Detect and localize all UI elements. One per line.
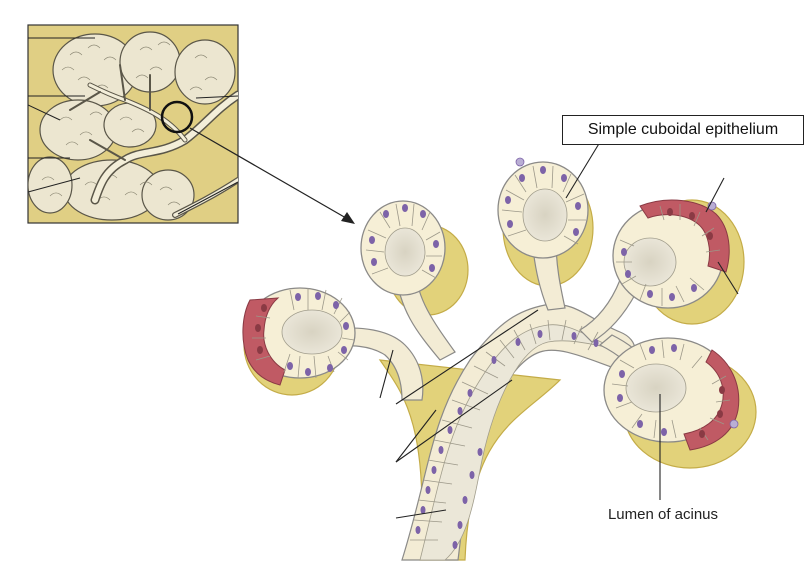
zoom-arrow [189, 127, 355, 224]
label-simple-cuboidal-epithelium: Simple cuboidal epithelium [562, 115, 804, 145]
label-lumen-of-acinus: Lumen of acinus [588, 506, 738, 523]
duct-nuclei [415, 330, 599, 549]
acinus-left [242, 287, 356, 386]
acinus-top [497, 157, 589, 259]
acinus-upper-left [360, 200, 446, 296]
label-lumen-of-acinus-text: Lumen of acinus [607, 506, 719, 523]
gland-illustration [242, 157, 757, 561]
main-leader-lines [379, 141, 739, 519]
acinus-right [612, 199, 730, 309]
label-simple-cuboidal-epithelium-text: Simple cuboidal epithelium [587, 121, 779, 138]
inset-lobules [28, 31, 236, 221]
acinus-lower-right [603, 337, 740, 451]
inset-section [27, 24, 239, 224]
magnification-circle [160, 100, 194, 134]
inset-leader-lines [28, 37, 238, 215]
